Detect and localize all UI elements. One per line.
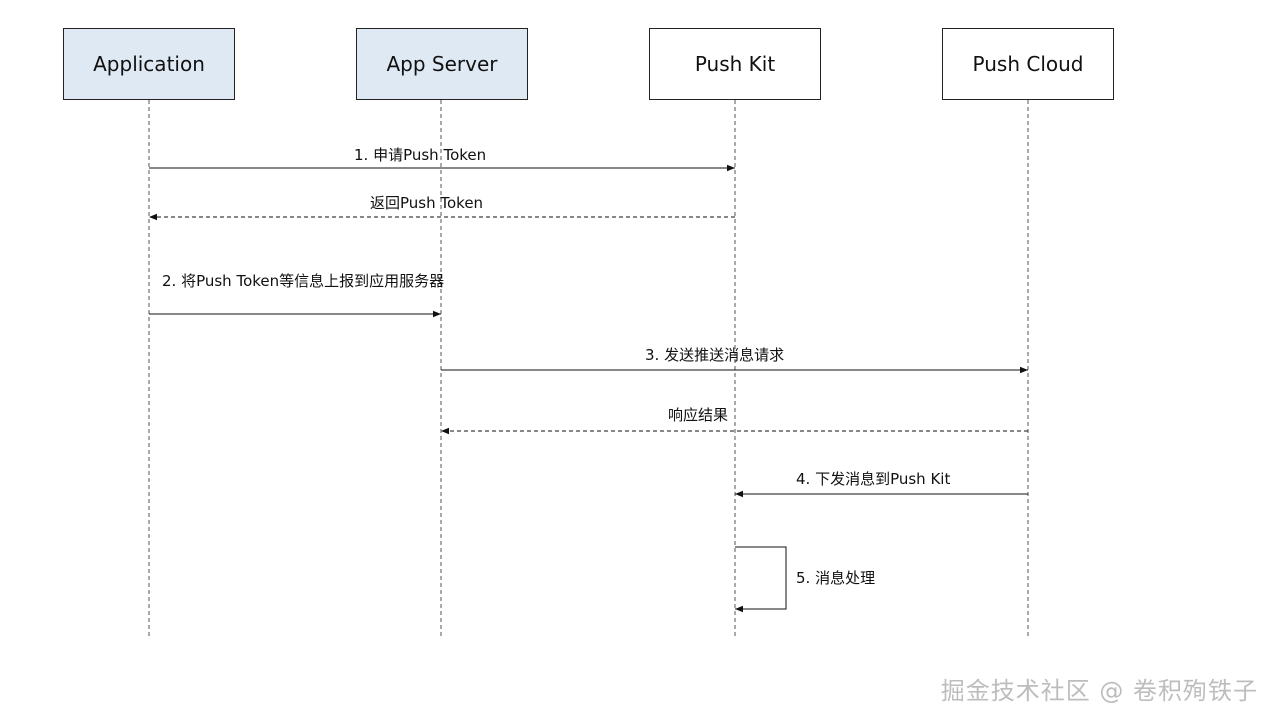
message-label-deliver-to-push-kit: 4. 下发消息到Push Kit [796, 470, 951, 488]
watermark: 掘金技术社区 @ 卷积殉铁子 [940, 677, 1258, 705]
message-label-return-token: 返回Push Token [370, 194, 484, 212]
message-label-send-push-request: 3. 发送推送消息请求 [645, 346, 785, 364]
message-label-message-processing: 5. 消息处理 [796, 569, 876, 587]
participant-push-cloud: Push Cloud [942, 28, 1114, 100]
message-label-report-token: 2. 将Push Token等信息上报到应用服务器 [162, 272, 445, 290]
participant-push-kit: Push Kit [649, 28, 821, 100]
message-arrow-m7 [735, 546, 787, 613]
message-label-response-result: 响应结果 [668, 406, 729, 424]
participant-app-server: App Server [356, 28, 528, 100]
message-label-request-token: 1. 申请Push Token [354, 146, 487, 164]
participant-application: Application [63, 28, 235, 100]
